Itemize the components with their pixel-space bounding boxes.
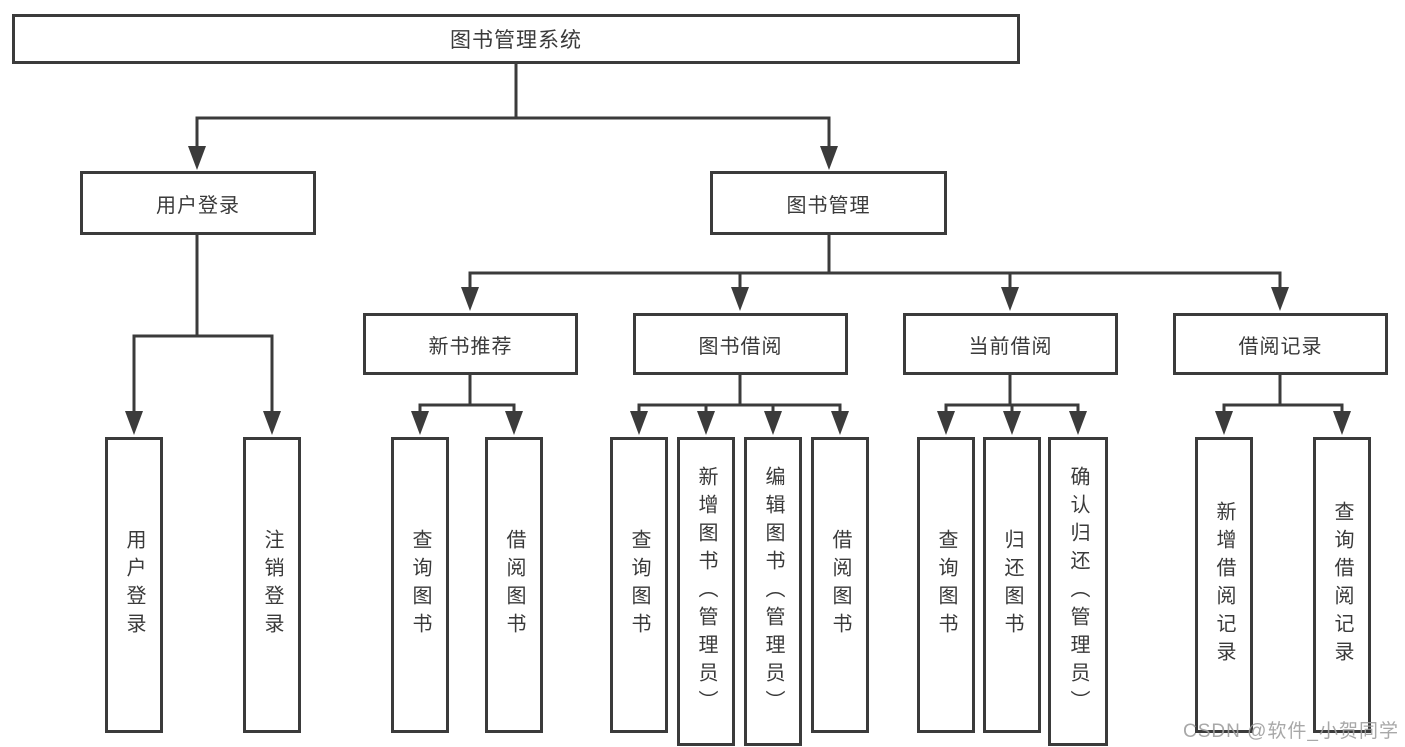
node-root-system: 图书管理系统 (12, 14, 1020, 64)
leaf-add-books-admin: 新增图书（管理员） (677, 437, 735, 746)
node-book-management: 图书管理 (710, 171, 947, 235)
connector-currentborrow-to-leaves (944, 375, 1080, 414)
leaf-confirm-return-admin: 确认归还（管理员） (1048, 437, 1108, 746)
watermark: CSDN @软件_小贺同学 (1183, 721, 1399, 742)
leaf-return-books: 归还图书 (983, 437, 1041, 733)
connector-borrowrecords-to-leaves (1222, 375, 1344, 414)
node-borrowing-records: 借阅记录 (1173, 313, 1388, 375)
node-current-borrowing: 当前借阅 (903, 313, 1118, 375)
leaf-user-login: 用户登录 (105, 437, 163, 733)
connector-root-to-level2 (195, 64, 831, 148)
node-book-borrowing: 图书借阅 (633, 313, 848, 375)
node-new-book-recommend: 新书推荐 (363, 313, 578, 375)
connector-bookmgmt-to-level3 (468, 235, 1282, 290)
leaf-edit-books-admin: 编辑图书（管理员） (744, 437, 802, 746)
leaf-borrow-books: 借阅图书 (811, 437, 869, 733)
leaf-query-books: 查询图书 (917, 437, 975, 733)
leaf-query-borrow-record: 查询借阅记录 (1313, 437, 1371, 733)
leaf-add-borrow-record: 新增借阅记录 (1195, 437, 1253, 733)
leaf-logout: 注销登录 (243, 437, 301, 733)
connector-newbookrec-to-leaves (418, 375, 516, 414)
connector-bookborrow-to-leaves (637, 375, 842, 414)
node-user-login: 用户登录 (80, 171, 316, 235)
leaf-query-books: 查询图书 (391, 437, 449, 733)
leaf-borrow-books: 借阅图书 (485, 437, 543, 733)
connector-userlogin-to-leaves (132, 235, 274, 414)
leaf-query-books: 查询图书 (610, 437, 668, 733)
